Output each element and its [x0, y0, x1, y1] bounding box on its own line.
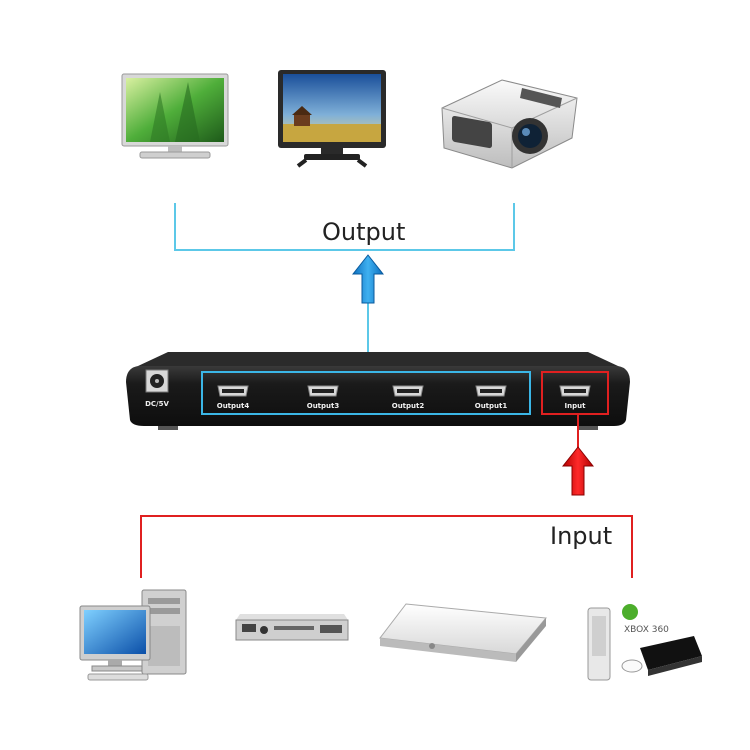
- output-port-2: Output2: [392, 385, 425, 410]
- input-port-highlight: [541, 371, 609, 415]
- xbox-logo-text: XBOX 360: [624, 625, 669, 635]
- output-port-2-label: Output2: [392, 402, 425, 410]
- tv-1-icon: [121, 73, 229, 159]
- dc-power-label: DC/5V: [145, 400, 169, 408]
- input-port: Input: [559, 385, 591, 410]
- tv-2-icon: [278, 70, 386, 168]
- input-connector-lines: [140, 414, 633, 578]
- output-ports-highlight: [201, 371, 531, 415]
- output-label: Output: [322, 218, 406, 246]
- output-port-3: Output3: [307, 385, 340, 410]
- output-port-1: Output1: [475, 385, 508, 410]
- hdmi-splitter: DC/5V Output4 Output3 Output2 Output1 In…: [126, 352, 630, 430]
- input-port-label: Input: [565, 402, 587, 410]
- external-dvd-drive-icon: [379, 603, 547, 662]
- output-port-1-label: Output1: [475, 402, 508, 410]
- input-arrow-icon: [562, 446, 594, 496]
- game-consoles-icon: XBOX 360: [587, 604, 702, 681]
- projector-icon: [441, 79, 578, 169]
- output-connector-lines: [174, 203, 515, 372]
- output-arrow-icon: [352, 254, 384, 304]
- output-port-4: Output4: [217, 385, 250, 410]
- output-port-3-label: Output3: [307, 402, 340, 410]
- output-port-4-label: Output4: [217, 402, 250, 410]
- dvd-player-icon: [235, 614, 349, 641]
- desktop-computer-icon: [79, 589, 187, 681]
- input-label: Input: [550, 522, 613, 550]
